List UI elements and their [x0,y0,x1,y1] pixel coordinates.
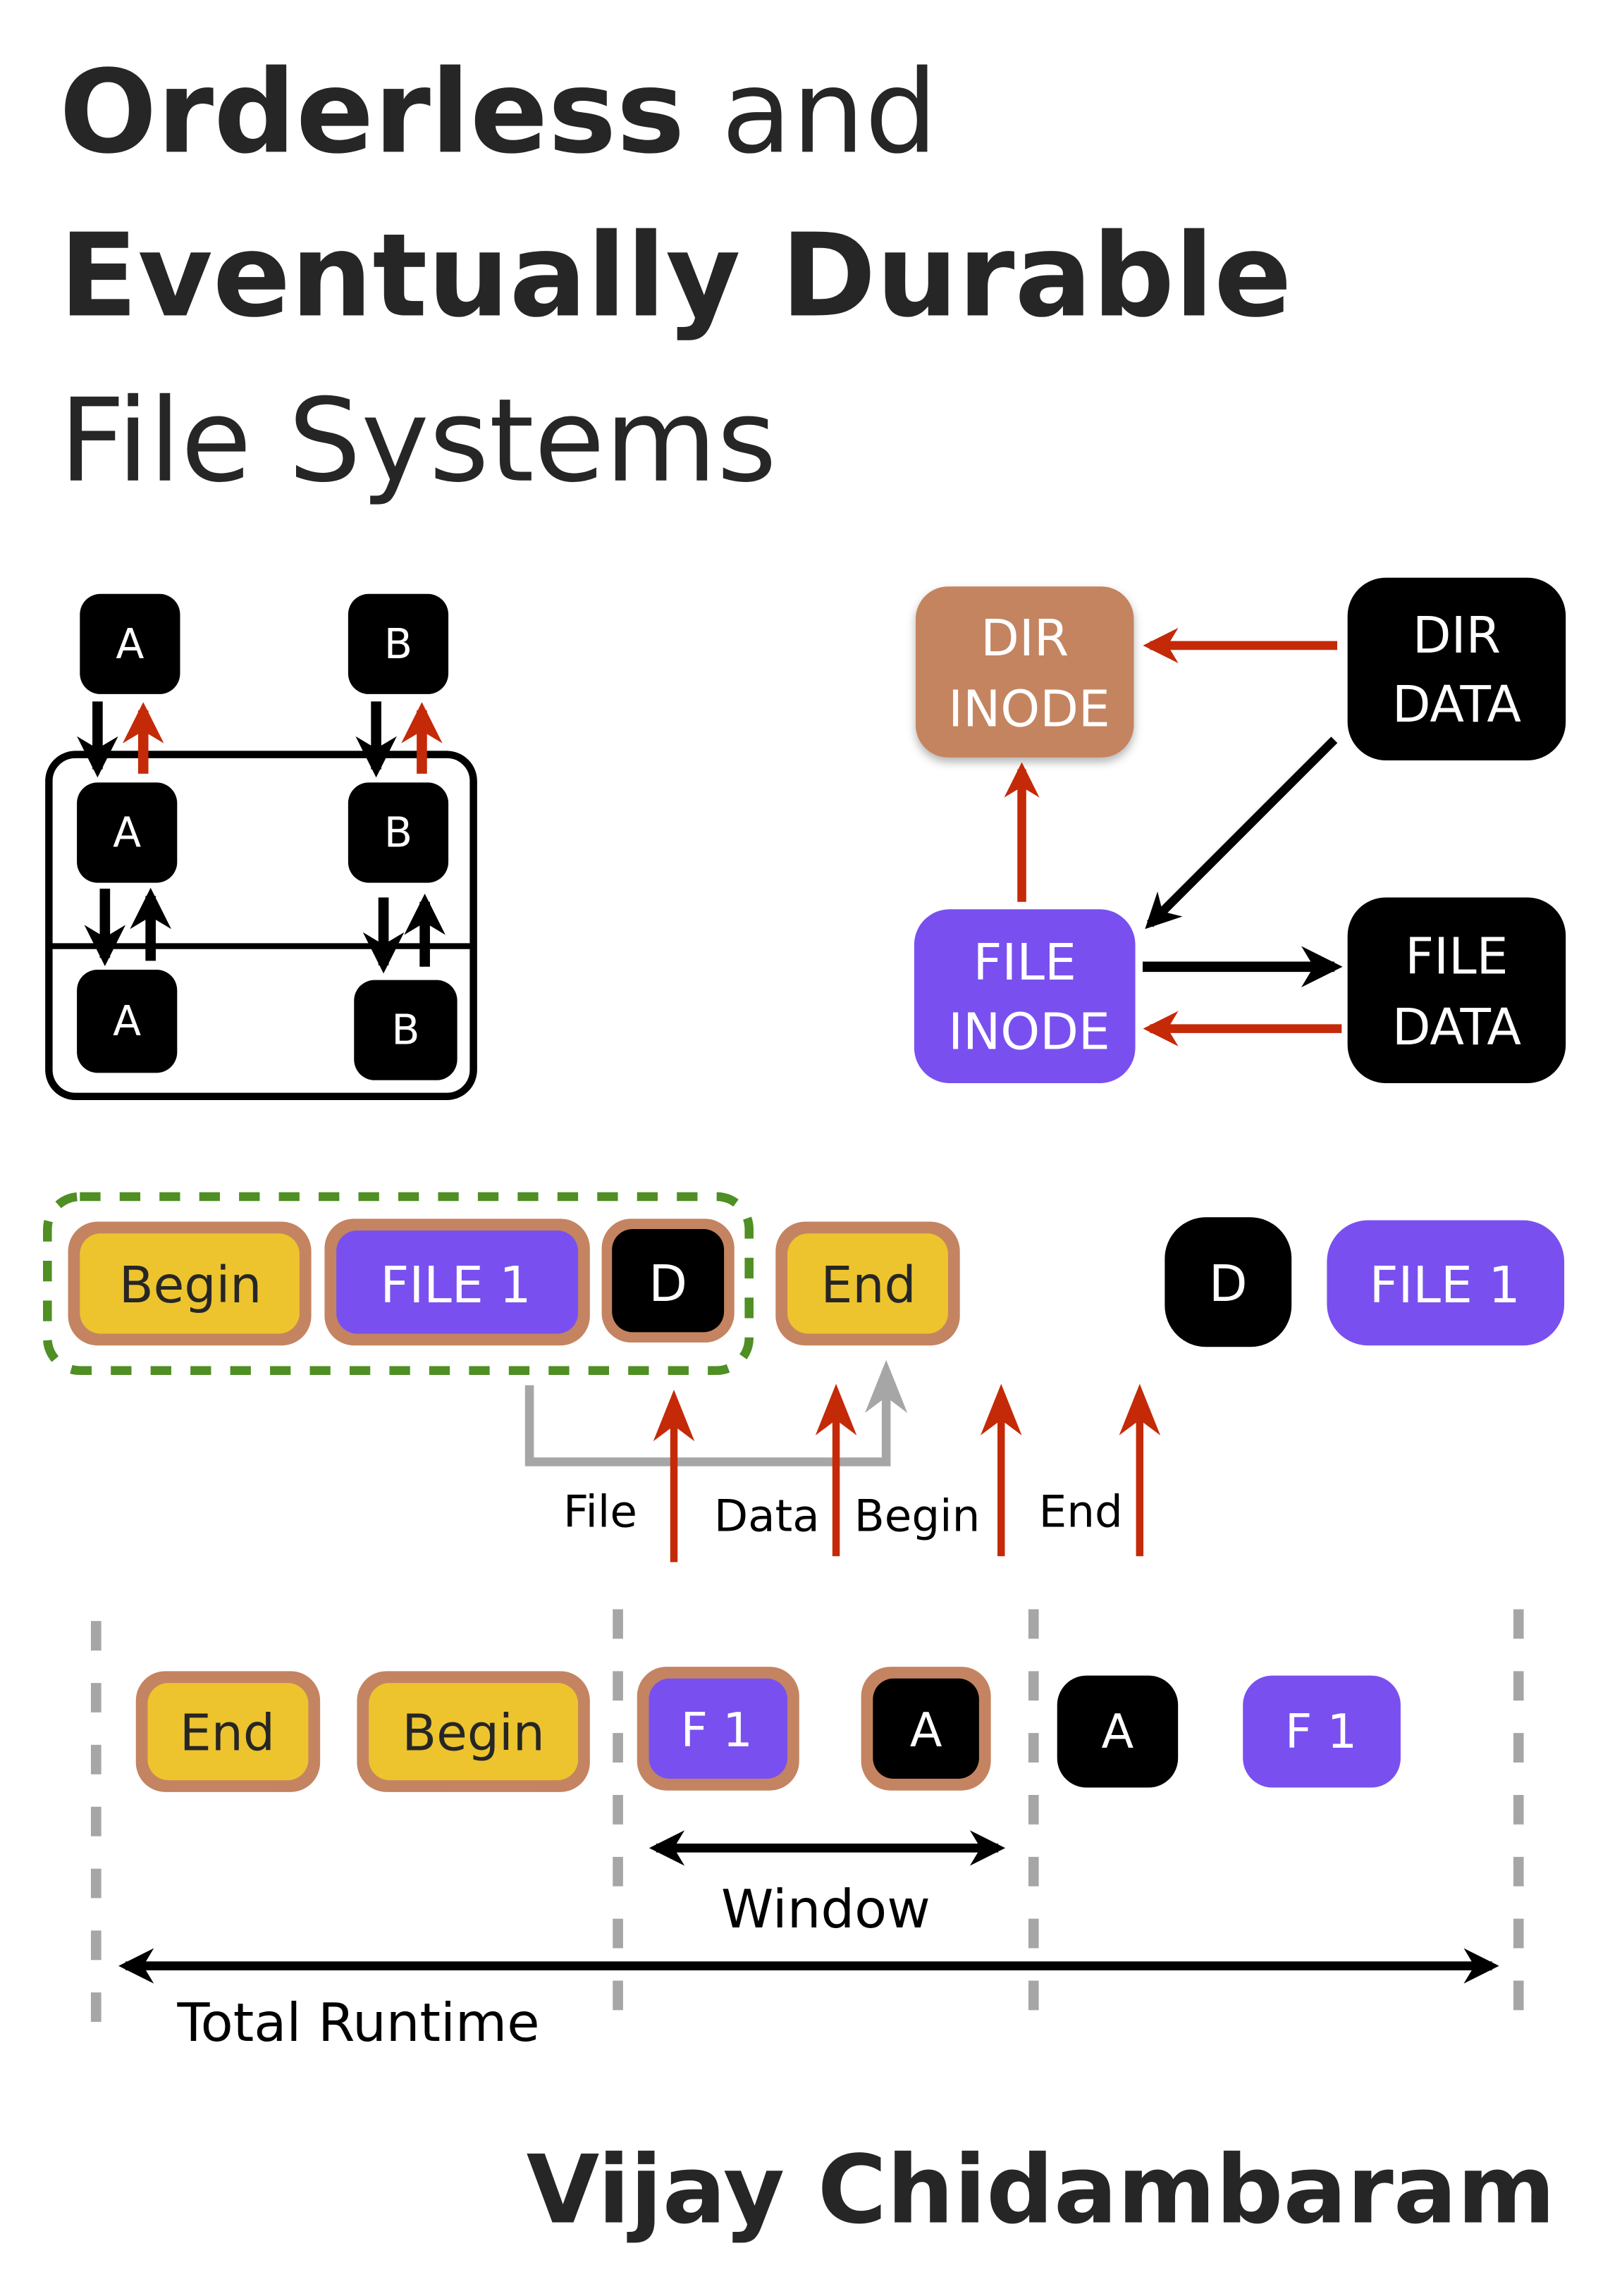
svg-text:DATA: DATA [1392,675,1521,734]
svg-text:D: D [649,1254,687,1313]
timeline-a-block: A [861,1667,991,1791]
svg-text:D: D [1209,1254,1248,1313]
svg-text:FILE: FILE [973,933,1076,992]
svg-text:INODE: INODE [948,679,1110,738]
begin-block: Begin [68,1221,312,1346]
svg-text:INODE: INODE [948,1002,1110,1061]
svg-text:Begin: Begin [402,1704,544,1763]
svg-text:A: A [116,620,144,668]
pending-data-block: D [1165,1217,1292,1347]
timeline-begin-block: Begin [357,1671,590,1792]
svg-text:A: A [1102,1704,1134,1759]
svg-text:Begin: Begin [119,1256,262,1314]
timeline: End Begin F 1 A A F 1 Window Total Runt [90,1609,1524,2054]
timeline-f1-block: F 1 [637,1667,799,1791]
dir-data-node: DIR DATA [1347,577,1566,761]
svg-text:End: End [180,1704,275,1763]
title-block: Orderless and Eventually Durable File Sy… [59,46,1292,507]
svg-text:F 1: F 1 [681,1703,753,1758]
stack-node-mid-b: B [348,782,449,883]
stack-node-mid-a: A [77,782,178,883]
arrow-label-data: Data [714,1490,820,1542]
dependency-diagram: DIR INODE DIR DATA FILE INODE FILE DATA [914,577,1566,1083]
svg-text:DIR: DIR [981,609,1069,667]
data-block: D [601,1218,735,1343]
svg-text:A: A [113,808,141,856]
stack-diagram: A B A B A B [45,593,477,1101]
title-light-word: and [685,46,938,179]
dir-inode-node: DIR INODE [915,586,1134,758]
svg-text:End: End [821,1256,916,1314]
file1-block: FILE 1 [324,1218,590,1346]
svg-text:B: B [384,620,412,668]
timeline-pending-a-block: A [1057,1675,1179,1788]
stack-node-bottom-a: A [77,969,178,1073]
stack-node-top-a: A [80,593,180,694]
atomic-group-outline [43,1192,754,1376]
title-line-3: File Systems [59,375,777,508]
arrow-label-file: File [563,1486,637,1537]
svg-text:DIR: DIR [1413,606,1501,665]
stack-container [45,751,477,1101]
stack-node-top-b: B [348,593,449,694]
svg-text:FILE 1: FILE 1 [380,1256,531,1314]
svg-text:A: A [910,1703,942,1758]
arrow-label-begin: Begin [854,1490,981,1542]
stack-node-bottom-b: B [354,980,457,1080]
svg-text:B: B [391,1006,419,1054]
svg-text:B: B [384,808,412,856]
svg-text:F 1: F 1 [1285,1704,1357,1759]
title-line-1: Orderless and [59,46,938,179]
total-runtime-label: Total Runtime [176,1992,539,2054]
reorder-arrow-icon [524,1359,908,1467]
title-line-2: Eventually Durable [59,210,1292,343]
title-bold-word: Orderless [59,46,685,179]
author-name: Vijay Chidambaram [527,2135,1556,2245]
transaction-strip: Begin FILE 1 D End D FILE 1 [43,1192,1565,1562]
svg-text:DATA: DATA [1392,998,1521,1056]
arrow-label-end: End [1039,1486,1123,1537]
pending-file1-block: FILE 1 [1327,1220,1565,1346]
end-block: End [775,1221,960,1346]
svg-text:A: A [113,997,141,1045]
window-label: Window [721,1878,930,1940]
file-inode-node: FILE INODE [914,909,1136,1083]
svg-text:FILE 1: FILE 1 [1370,1256,1520,1314]
timeline-pending-f1-block: F 1 [1243,1675,1401,1788]
arrow-diagonal-icon [1145,736,1338,930]
svg-text:FILE: FILE [1405,927,1508,986]
timeline-end-block: End [135,1671,321,1792]
file-data-node: FILE DATA [1347,897,1566,1083]
